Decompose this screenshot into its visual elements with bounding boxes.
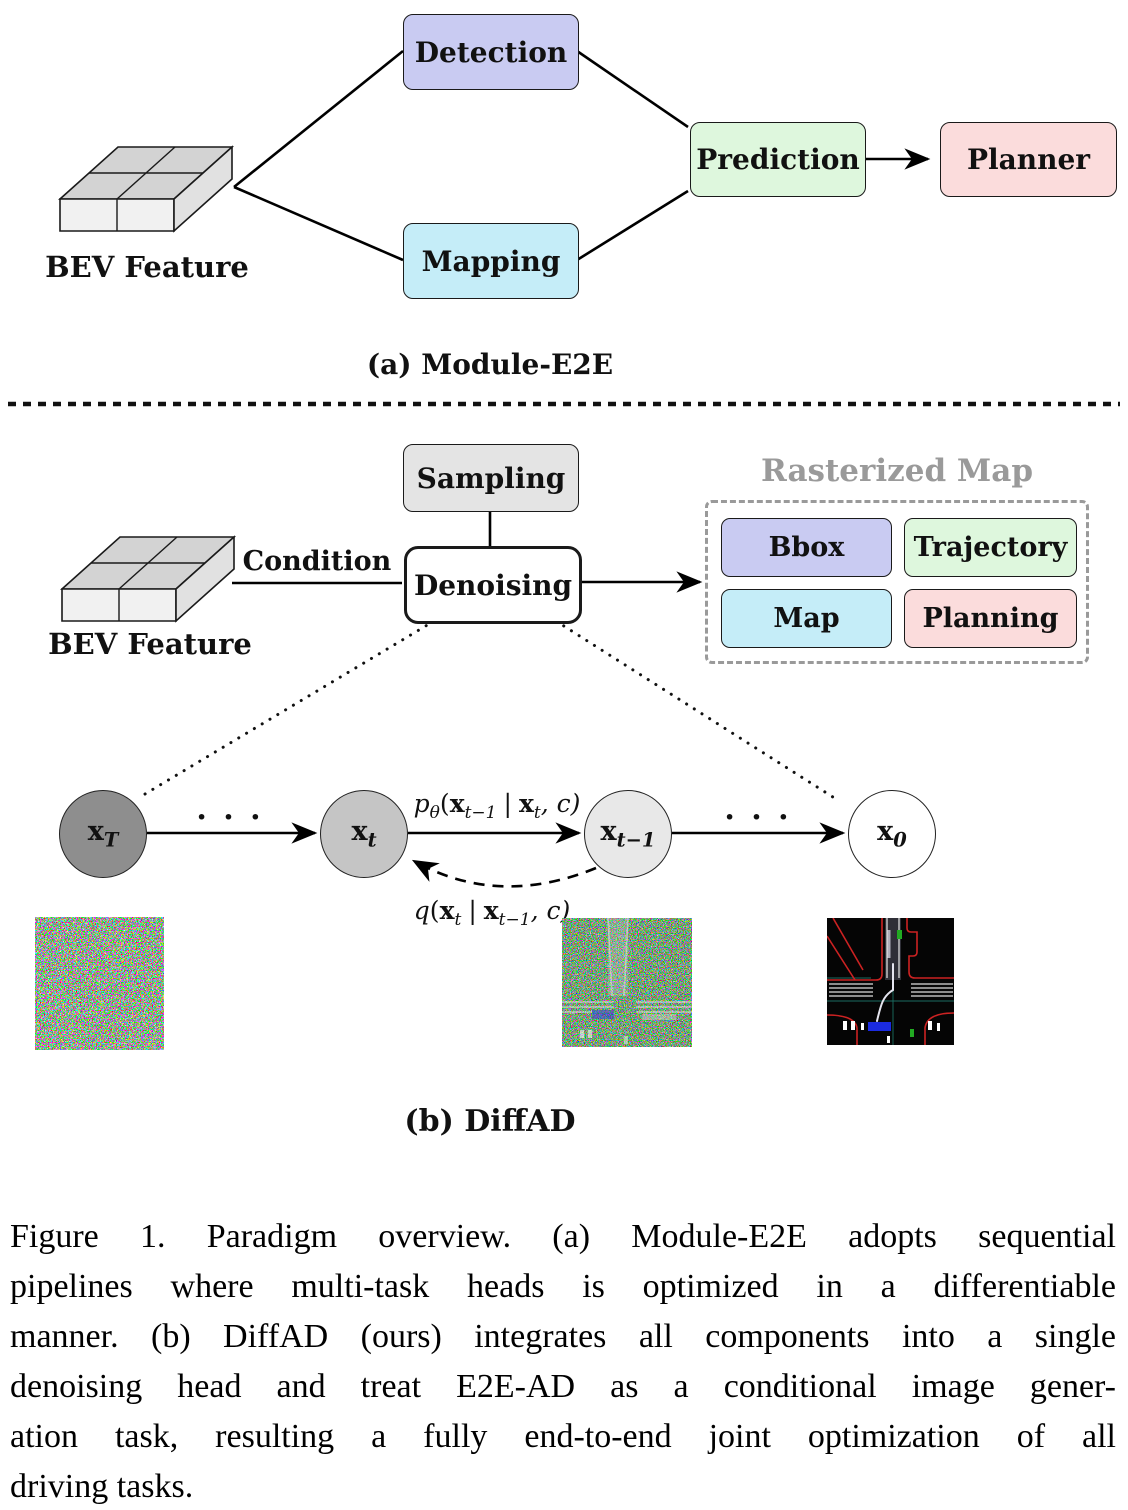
state-circle-xt: xt: [320, 790, 408, 878]
node-trajectory: Trajectory: [904, 518, 1077, 577]
p-theta-formula: pθ(xt−1|xt, c): [413, 789, 581, 823]
state-xt1-label: xt−1: [600, 816, 656, 852]
node-trajectory-label: Trajectory: [913, 532, 1068, 563]
caption-line: driving tasks.: [10, 1468, 194, 1505]
node-planner-label: Planner: [966, 143, 1091, 176]
rasterized-map-image: [826, 917, 955, 1049]
state-xt-label: xt: [351, 816, 377, 852]
node-planner: Planner: [940, 122, 1117, 197]
node-mapping: Mapping: [403, 223, 579, 299]
bev-feature-label-b: BEV Feature: [48, 627, 252, 661]
bev-feature-label-a: BEV Feature: [45, 250, 249, 284]
node-bbox-label: Bbox: [768, 532, 845, 563]
node-planning-label: Planning: [922, 603, 1059, 634]
node-mapping-label: Mapping: [421, 244, 561, 278]
node-sampling: Sampling: [403, 444, 579, 512]
node-map-label: Map: [773, 603, 840, 634]
state-x0-label: x0: [877, 816, 907, 852]
caption-line: pipelines where multi-task heads is opti…: [10, 1268, 1116, 1305]
node-denoising: Denoising: [404, 546, 582, 624]
state-circle-x0: x0: [848, 790, 936, 878]
gaussian-noise-image: [35, 917, 164, 1054]
bev-feature-icon: [57, 143, 236, 235]
caption-line: manner. (b) DiffAD (ours) integrates all…: [10, 1318, 1116, 1355]
node-sampling-label: Sampling: [416, 461, 566, 495]
chain-ellipsis-right: · · ·: [724, 800, 792, 835]
caption-line: Figure 1. Paradigm overview. (a) Module-…: [10, 1218, 1116, 1255]
state-circle-xT: xT: [59, 790, 147, 878]
intermediate-denoised-image: [562, 917, 692, 1051]
node-planning: Planning: [904, 589, 1077, 648]
caption-line: ation task, resulting a fully end-to-end…: [10, 1418, 1116, 1455]
node-prediction-label: Prediction: [696, 143, 860, 176]
node-prediction: Prediction: [690, 122, 866, 197]
node-detection: Detection: [403, 14, 579, 90]
node-detection-label: Detection: [414, 35, 568, 69]
chain-ellipsis-left: · · ·: [196, 800, 264, 835]
node-bbox: Bbox: [721, 518, 892, 577]
condition-label: Condition: [242, 546, 392, 577]
state-xT-label: xT: [87, 816, 119, 852]
rasterized-map-group: [705, 500, 1089, 664]
bev-feature-icon-b: [59, 533, 238, 625]
state-circle-xt1: xt−1: [584, 790, 672, 878]
panel-b-label: (b) DiffAD: [404, 1104, 576, 1139]
node-denoising-label: Denoising: [413, 568, 573, 602]
figure-caption: Figure 1. Paradigm overview. (a) Module-…: [10, 1212, 1116, 1510]
caption-line: denoising head and treat E2E-AD as a con…: [10, 1368, 1116, 1405]
q-formula: q(xt|xt−1, c): [413, 896, 571, 930]
panel-a-label: (a) Module-E2E: [366, 348, 614, 381]
rasterized-map-title: Rasterized Map: [760, 453, 1034, 489]
node-map: Map: [721, 589, 892, 648]
